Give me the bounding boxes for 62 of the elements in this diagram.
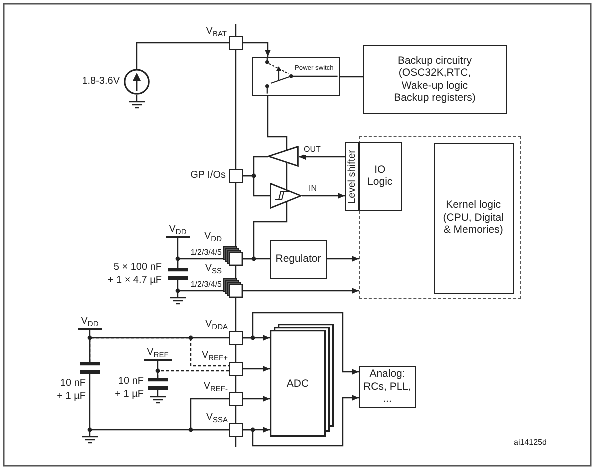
pin-number-label: 1/2/3/4/5 — [190, 247, 222, 259]
pin-square — [229, 362, 243, 376]
regulator-box — [270, 240, 327, 279]
pin-label: V$_{BAT}$ — [205, 25, 227, 40]
figure-code-label: ai14125d — [514, 437, 548, 449]
stacked-pin-squares — [223, 278, 243, 298]
rotated-label: Level shifter — [346, 150, 358, 204]
schmitt-trigger-triangle — [270, 183, 302, 209]
arrow — [243, 42, 271, 57]
arrow — [243, 366, 270, 372]
arrow — [302, 193, 345, 199]
io-logic-box — [358, 142, 402, 211]
block-label: Regulator — [276, 253, 322, 266]
wire — [89, 337, 229, 362]
wire — [243, 258, 270, 260]
pin-number-label: 1/2/3/4/5 — [190, 279, 222, 291]
capacitance-label: 5 × 100 nF + 1 × 4.7 µF — [106, 261, 162, 288]
pin-square — [229, 423, 243, 437]
capacitor-symbol — [168, 268, 188, 280]
adc-stacked-box — [270, 324, 334, 437]
voltage-label: 1.8-3.6V — [81, 75, 120, 89]
level-shifter-box — [345, 142, 359, 211]
pin-label: V$_{REF+}$ — [200, 349, 228, 362]
stacked-pin-squares — [223, 246, 243, 266]
wire — [136, 42, 229, 69]
pin-label: V$_{DDA}$ — [204, 318, 228, 331]
block-label: Analog: RCs, PLL, ... — [362, 368, 412, 406]
pin-label: V$_{SSA}$ — [205, 411, 228, 424]
pin-square — [229, 36, 243, 50]
wire — [243, 175, 270, 197]
wire — [89, 374, 229, 431]
wire — [177, 258, 223, 268]
arrow — [243, 395, 359, 447]
kernel-logic-box — [434, 142, 514, 294]
wire — [190, 398, 229, 431]
capacitor-symbol — [80, 362, 100, 374]
pin-square — [229, 169, 243, 183]
pin-label: V$_{DD}$ — [203, 230, 222, 245]
arrow — [327, 256, 359, 262]
dashed-domain-box — [359, 136, 521, 299]
arrow — [243, 288, 359, 294]
arrow — [243, 312, 359, 375]
capacitor-symbol — [148, 378, 168, 390]
wire — [340, 76, 363, 78]
pin-label: V$_{SS}$ — [204, 262, 222, 277]
backup-circuitry-box — [363, 45, 507, 114]
battery-source-symbol — [124, 69, 150, 95]
pin-label: GP I/Os — [190, 169, 226, 183]
block-label: Backup circuitry (OSC32K,RTC, Wake-up logic Backup registers) — [393, 54, 477, 104]
wire — [177, 280, 223, 292]
capacitance-label: 10 nF + 1 µF — [114, 375, 144, 402]
wire — [157, 361, 159, 378]
block-label: ADC — [286, 378, 310, 390]
buffer-triangle — [268, 146, 299, 167]
arrow — [243, 396, 270, 402]
pin-square — [229, 331, 243, 345]
capacitance-label: 10 nF + 1 µF — [56, 377, 86, 404]
pin-square — [229, 392, 243, 406]
arrow — [299, 154, 345, 160]
block-label: IO Logic — [366, 164, 394, 189]
pin-label: V$_{REF-}$ — [202, 380, 228, 393]
block-label: Kernel logic (CPU, Digital & Memories) — [442, 199, 505, 237]
